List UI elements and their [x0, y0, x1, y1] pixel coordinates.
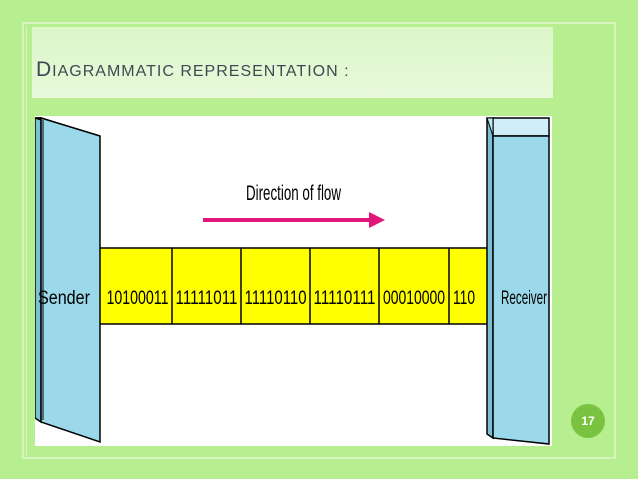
slide-title: DIAGRAMMATIC REPRESENTATION : — [36, 58, 350, 82]
frame-line-bottom — [22, 457, 616, 459]
frame-cell-bits: 11110110 — [245, 288, 307, 309]
receiver-label: Receiver — [501, 288, 547, 309]
slide-title-rest: IAGRAMMATIC REPRESENTATION : — [52, 63, 350, 80]
slide-title-initial: D — [36, 58, 53, 81]
frame-cell-bits: 11110111 — [314, 288, 376, 309]
frame-cell-bits: 110 — [453, 288, 475, 309]
flow-label: Direction of flow — [246, 182, 342, 205]
frame-strip — [95, 248, 487, 324]
direction-arrow — [203, 212, 385, 228]
frame-line-right — [614, 22, 616, 459]
frame-line-top — [22, 22, 616, 24]
title-band — [32, 27, 553, 98]
frame-cell-bits: 10100011 — [107, 288, 169, 309]
diagram-svg: 10100011 11111011 11110110 11110111 00010000… — [34, 116, 550, 445]
diagram-figure: 10100011 11111011 11110110 11110111 00010000… — [34, 116, 552, 446]
page-number-badge: 17 — [571, 404, 605, 438]
receiver-box — [486, 117, 550, 445]
sender-box — [34, 116, 101, 444]
sender-label: Sender — [38, 288, 91, 309]
frame-line-inner-left — [26, 26, 27, 456]
frame-cell-bits: 11111011 — [176, 288, 238, 309]
frame-cell-bits: 00010000 — [383, 288, 445, 309]
frame-cells: 10100011 11111011 11110110 11110111 00010000… — [107, 248, 475, 324]
frame-line-left — [22, 22, 24, 459]
